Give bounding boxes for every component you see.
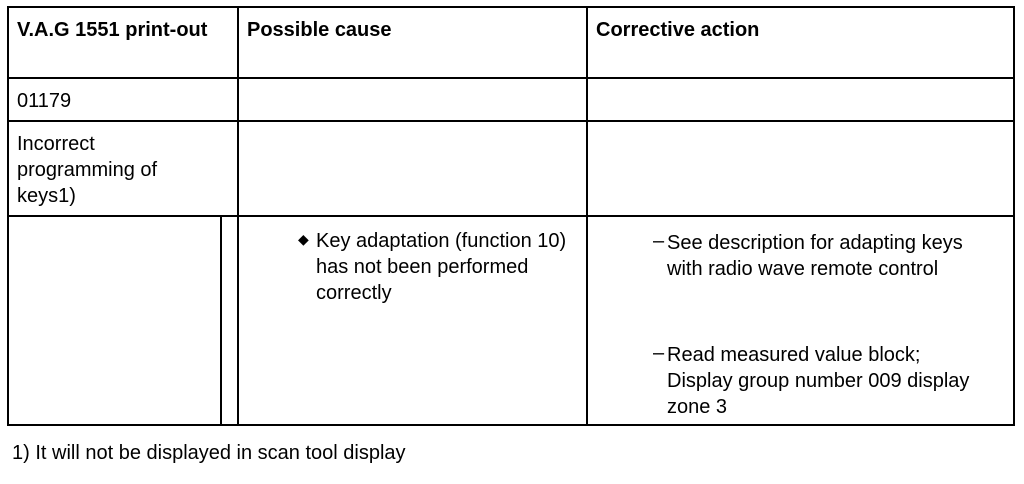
- corrective-action-item: – See description for adapting keys with…: [653, 230, 983, 282]
- header-possible-cause: Possible cause: [247, 19, 392, 41]
- corrective-action-item: – Read measured value block; Display gro…: [653, 342, 983, 420]
- possible-cause-text: Key adaptation (function 10) has not bee…: [316, 230, 567, 304]
- fault-code: 01179: [17, 90, 72, 112]
- row-divider: [9, 77, 1013, 79]
- fault-description: Incorrect programming of keys1): [17, 133, 158, 207]
- footnote: 1) It will not be displayed in scan tool…: [12, 442, 406, 464]
- header-corrective-action: Corrective action: [596, 19, 760, 41]
- fault-table: V.A.G 1551 print-out Possible cause Corr…: [7, 6, 1015, 426]
- corrective-action-text: See description for adapting keys with r…: [667, 232, 963, 280]
- sub-column-divider: [220, 217, 222, 424]
- possible-cause-item: ◆ Key adaptation (function 10) has not b…: [298, 228, 583, 306]
- dash-bullet-icon: –: [653, 342, 665, 364]
- dash-bullet-icon: –: [653, 230, 665, 252]
- header-printout: V.A.G 1551 print-out: [17, 19, 208, 41]
- row-divider: [9, 120, 1013, 122]
- corrective-action-text: Read measured value block; Display group…: [667, 344, 970, 418]
- diamond-bullet-icon: ◆: [298, 231, 309, 247]
- row-divider: [9, 215, 1013, 217]
